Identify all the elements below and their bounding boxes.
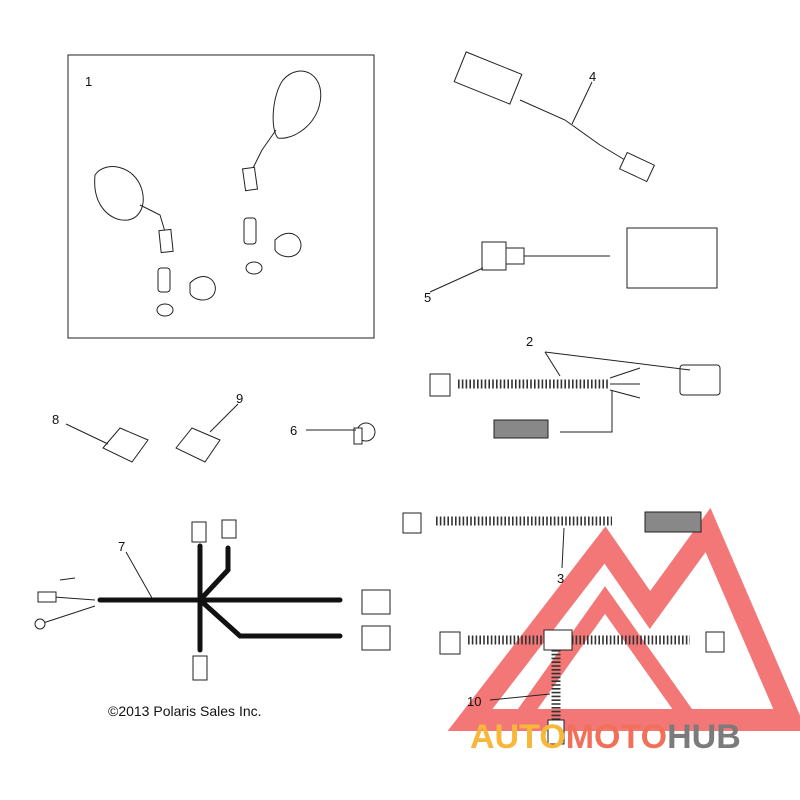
part-3-leader — [561, 527, 565, 569]
spacer-left — [157, 267, 171, 293]
part-7-lower-branch — [197, 597, 343, 639]
nut-right — [245, 261, 263, 275]
clamp-right — [274, 232, 302, 258]
part-4-connector — [618, 151, 656, 183]
spacer-right — [243, 217, 257, 245]
part-6-stem — [353, 427, 363, 445]
part-10-leader — [489, 693, 551, 701]
watermark-auto: AUTO — [470, 718, 566, 756]
part-10-harness — [439, 629, 725, 745]
part-5-plug-boot — [505, 247, 525, 265]
watermark-text: AUTOMOTOHUB — [470, 718, 741, 756]
part-7-up-right — [197, 545, 231, 603]
callout-9: 9 — [236, 391, 243, 406]
part-7-bottom-plug — [192, 655, 208, 681]
left-mirror-head — [94, 166, 144, 221]
part-7-right-connector-top — [361, 589, 391, 615]
part-5-leader — [429, 267, 484, 293]
part-2-switch — [679, 364, 721, 396]
part-7-left-terminal-a — [37, 591, 57, 603]
mirror-kit-frame — [67, 54, 375, 339]
part-4-leader — [571, 81, 593, 125]
part-4-module — [453, 51, 523, 105]
part-8-switch — [65, 423, 149, 463]
callout-7: 7 — [118, 539, 125, 554]
part-5-harness — [429, 227, 718, 293]
part-2-leader-b — [544, 351, 691, 371]
part-7-top-plug-b — [221, 519, 237, 539]
part-8-leader — [65, 423, 109, 445]
callout-3: 3 — [557, 571, 564, 586]
part-2-leader-a — [544, 351, 561, 377]
part-7-ring-terminal — [34, 618, 46, 630]
nut-left — [156, 303, 174, 317]
part-7-leader — [125, 551, 153, 599]
part-10-plug-right — [705, 631, 725, 653]
callout-8: 8 — [52, 412, 59, 427]
part-9-body — [175, 427, 221, 463]
part-5-plate — [626, 227, 718, 289]
part-2-tag — [493, 419, 549, 439]
callout-6: 6 — [290, 423, 297, 438]
part-9-switch — [175, 403, 239, 463]
copyright-text: ©2013 Polaris Sales Inc. — [108, 703, 262, 719]
part-2-plug — [429, 373, 451, 397]
part-3-tag — [644, 511, 702, 533]
callout-2: 2 — [526, 334, 533, 349]
watermark-logo — [447, 507, 800, 731]
part-4-adapter — [453, 51, 656, 183]
part-7-main-harness — [34, 519, 391, 681]
part-5-plug — [481, 241, 507, 271]
part-2-leads — [609, 367, 641, 399]
part-3-harness — [402, 511, 702, 569]
mirror-kit-group — [67, 54, 375, 339]
part-3-plug — [402, 512, 422, 534]
clamp-left — [189, 276, 216, 301]
callout-5: 5 — [424, 290, 431, 305]
part-10-plug-bottom — [547, 719, 565, 745]
part-9-leader — [209, 403, 239, 433]
right-mirror-boot — [241, 166, 259, 192]
part-10-plug-left — [439, 631, 461, 655]
watermark-hub: HUB — [667, 718, 741, 756]
part-7-right-connector-bottom — [361, 625, 391, 651]
part-4-cable — [519, 99, 626, 161]
part-6-grommet — [306, 422, 376, 445]
watermark-moto: MOTO — [566, 718, 667, 756]
callout-1: 1 — [85, 74, 92, 89]
part-2-switch-harness — [429, 351, 721, 439]
part-7-top-plug-a — [191, 521, 207, 543]
part-2-tag-lead — [560, 390, 613, 433]
callout-10: 10 — [467, 694, 481, 709]
callout-4: 4 — [589, 69, 596, 84]
part-8-body — [102, 427, 149, 463]
right-mirror-head — [272, 70, 322, 139]
left-mirror-boot — [158, 228, 174, 254]
part-10-junction — [543, 629, 573, 651]
